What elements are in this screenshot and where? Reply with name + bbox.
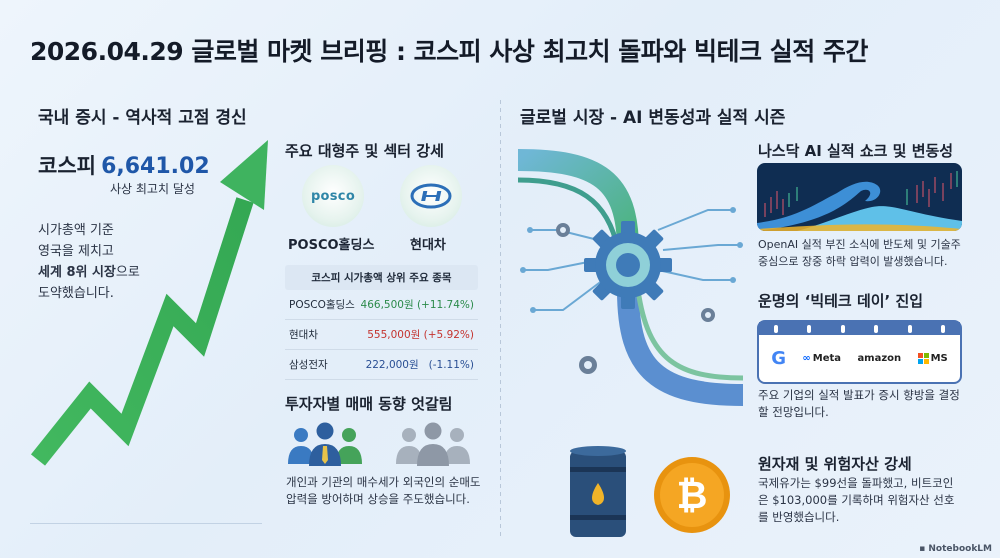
calendar-ring	[907, 324, 912, 333]
page-title: 2026.04.29 글로벌 마켓 브리핑 : 코스피 사상 최고치 돌파와 빅…	[30, 37, 868, 66]
investor-groups-icon	[288, 422, 470, 466]
section-divider	[500, 100, 501, 540]
microsoft-squares-icon	[917, 353, 929, 364]
desc-line: 세계 8위 시장으로	[38, 262, 140, 283]
google-logo-icon: G	[771, 348, 786, 369]
kospi-sub: 사상 최고치 달성	[110, 182, 195, 196]
calendar-ring	[773, 324, 778, 333]
bigtech-brands: G ∞Meta amazon MS	[759, 335, 960, 382]
stock-value: 222,000원 (-1.11%)	[365, 359, 474, 371]
bigtech-title: 운명의 ‘빅테크 데이’ 진입	[758, 292, 924, 310]
posco-logo: posco	[302, 165, 364, 227]
left-footer-line	[30, 523, 262, 524]
hyundai-emblem-icon	[410, 183, 452, 209]
top-stocks-table: 코스피 시가총액 상위 주요 종목 POSCO홀딩스 466,500원 (+11…	[285, 265, 478, 380]
stock-name: 삼성전자	[289, 359, 328, 371]
footer-watermark: ▪ NotebookLM	[919, 544, 992, 554]
kospi-headline: 코스피 6,641.02	[38, 150, 210, 180]
meta-infinity-icon: ∞	[802, 353, 811, 364]
desc-line: 영국을 제치고	[38, 244, 114, 259]
domestic-section-title: 국내 증시 - 역사적 고점 경신	[38, 108, 247, 128]
amazon-logo: amazon	[857, 353, 902, 364]
kospi-label: 코스피	[38, 154, 96, 178]
kospi-value: 6,641.02	[101, 154, 210, 179]
table-header: 코스피 시가총액 상위 주요 종목	[285, 265, 478, 290]
stock-name: POSCO홀딩스	[289, 299, 355, 311]
nasdaq-description: OpenAI 실적 부진 소식에 반도체 및 기술주 중심으로 장중 하락 압력…	[758, 238, 961, 268]
kospi-rising-arrow-icon	[30, 140, 268, 466]
desc-line: 도약했습니다.	[38, 286, 114, 301]
desc-emphasis: 세계 8위 시장	[38, 265, 116, 280]
meta-logo: ∞Meta	[802, 353, 841, 364]
table-row: 삼성전자 222,000원 (-1.11%)	[285, 350, 478, 380]
calendar-ring	[941, 324, 946, 333]
hyundai-name: 현대차	[410, 238, 446, 253]
stocks-section-title: 주요 대형주 및 섹터 강세	[285, 142, 444, 160]
bigtech-description: 주요 기업의 실적 발표가 증시 향방을 결정할 전망입니다.	[758, 388, 960, 419]
stock-value: 466,500원 (+11.74%)	[360, 299, 474, 311]
ai-data-flow-gear-icon	[518, 149, 743, 406]
stock-value: 555,000원 (+5.92%)	[367, 329, 474, 341]
oil-barrel-icon	[570, 446, 626, 537]
svg-text:₿: ₿	[677, 473, 708, 517]
calendar-ring	[874, 324, 879, 333]
desc-line: 시가총액 기준	[38, 223, 114, 238]
posco-name: POSCO홀딩스	[288, 238, 375, 253]
investors-section-title: 투자자별 매매 동향 엇갈림	[285, 395, 453, 413]
footer-label: NotebookLM	[928, 544, 992, 554]
calendar-ring	[840, 324, 845, 333]
meta-label: Meta	[812, 353, 842, 364]
global-section-title: 글로벌 시장 - AI 변동성과 실적 시즌	[520, 108, 786, 128]
table-row: 현대차 555,000원 (+5.92%)	[285, 320, 478, 350]
table-row: POSCO홀딩스 466,500원 (+11.74%)	[285, 290, 478, 320]
calendar-ring	[807, 324, 812, 333]
bitcoin-coin-icon: ₿	[654, 457, 730, 533]
bigtech-calendar: G ∞Meta amazon MS	[757, 320, 962, 384]
nasdaq-title: 나스닥 AI 실적 쇼크 및 변동성	[758, 142, 954, 160]
posco-logo-text: posco	[310, 188, 356, 204]
hyundai-logo-icon	[400, 165, 462, 227]
desc-line-rest: 으로	[115, 265, 140, 280]
calendar-rings	[759, 322, 960, 335]
ms-label: MS	[930, 353, 948, 364]
commodity-description: 국제유가는 $99선을 돌파했고, 비트코인은 $103,000를 기록하며 위…	[758, 476, 955, 524]
market-wave-chart-icon	[757, 163, 962, 231]
kospi-description: 시가총액 기준 영국을 제치고 세계 8위 시장으로 도약했습니다.	[38, 220, 140, 304]
commodity-title: 원자재 및 위험자산 강세	[758, 455, 912, 473]
investors-description: 개인과 기관의 매수세가 외국인의 순매도 압력을 방어하며 상승을 주도했습니…	[286, 475, 481, 506]
microsoft-logo: MS	[917, 353, 948, 364]
stock-name: 현대차	[289, 329, 318, 341]
